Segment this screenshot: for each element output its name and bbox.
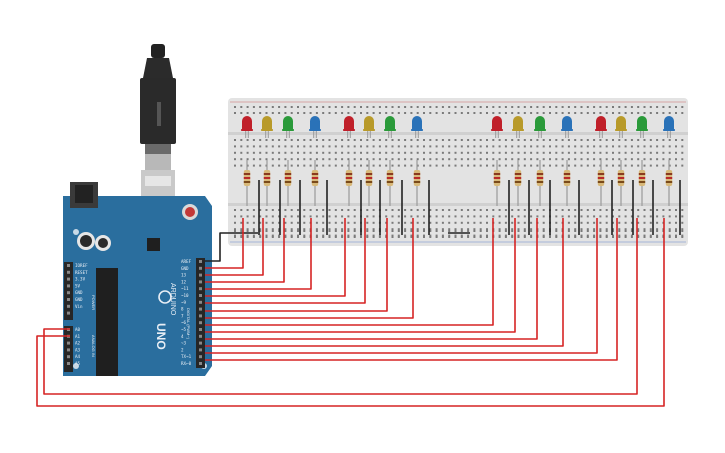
wire-a0[interactable] — [43, 218, 638, 395]
pin-label: RX←0 — [181, 361, 192, 366]
led-yellow[interactable] — [615, 116, 627, 138]
led-red[interactable] — [241, 116, 253, 138]
power-header[interactable] — [64, 262, 73, 320]
pin-label: ~3 — [181, 341, 187, 346]
pin-label: A1 — [75, 334, 81, 339]
ground-wire[interactable] — [205, 232, 258, 262]
analog-section-label: ANALOG IN — [91, 335, 96, 357]
led-ground-jumpers — [258, 180, 681, 235]
resistor[interactable] — [243, 160, 251, 206]
resistor[interactable] — [386, 160, 394, 206]
wire-pin4[interactable] — [205, 218, 516, 333]
pin-label: 8 — [181, 307, 184, 312]
resistor[interactable] — [493, 160, 501, 206]
resistor[interactable] — [345, 160, 353, 206]
led-green[interactable] — [282, 116, 294, 138]
pin-label: Vin — [75, 304, 83, 309]
pin-label: 4 — [181, 334, 184, 339]
brand-label: ARDUINO — [169, 283, 176, 316]
model-label: UNO — [154, 323, 168, 350]
pin-label: 2 — [181, 347, 184, 352]
resistor[interactable] — [284, 160, 292, 206]
pin-label: GND — [181, 266, 189, 271]
resistor[interactable] — [665, 160, 673, 206]
led-green[interactable] — [384, 116, 396, 138]
led-blue[interactable] — [309, 116, 321, 138]
pin-label: A3 — [75, 347, 81, 352]
wire-a1[interactable] — [36, 218, 665, 407]
wire-pin2[interactable] — [205, 218, 564, 347]
led-red[interactable] — [595, 116, 607, 138]
pin-label: A5 — [75, 361, 81, 366]
led-blue[interactable] — [663, 116, 675, 138]
led-red[interactable] — [491, 116, 503, 138]
pin-label: 7 — [181, 313, 184, 318]
pin-label: RESET — [75, 270, 88, 275]
led-green[interactable] — [534, 116, 546, 138]
pin-label: 12 — [181, 279, 187, 284]
resistor-array — [243, 160, 673, 206]
wires — [36, 180, 681, 407]
resistor[interactable] — [311, 160, 319, 206]
pin-label: GND — [75, 290, 83, 295]
resistor[interactable] — [638, 160, 646, 206]
pin-label: ~9 — [181, 300, 187, 305]
pin-label: AREF — [181, 259, 192, 264]
led-red[interactable] — [343, 116, 355, 138]
wire-pin9[interactable] — [205, 218, 346, 297]
led-yellow[interactable] — [261, 116, 273, 138]
pin-label: A2 — [75, 341, 81, 346]
wire-pin5[interactable] — [205, 218, 494, 326]
resistor[interactable] — [365, 160, 373, 206]
pin-label: ~11 — [181, 286, 189, 291]
led-yellow[interactable] — [512, 116, 524, 138]
wire-pin8[interactable] — [205, 218, 366, 304]
atmega-chip — [96, 268, 118, 376]
led-yellow[interactable] — [363, 116, 375, 138]
wire-pin3[interactable] — [205, 218, 538, 340]
digital-header[interactable] — [196, 258, 205, 368]
pin-label: GND — [75, 297, 83, 302]
wire-pin11[interactable] — [205, 218, 285, 283]
pin-label: 5V — [75, 283, 81, 288]
arduino-logo — [158, 290, 172, 304]
digital-section-label: DIGITAL (PWM~) — [186, 308, 191, 340]
wire-pin6[interactable] — [205, 218, 414, 319]
wire-pin0[interactable] — [205, 218, 618, 361]
wire-pin13[interactable] — [205, 218, 244, 269]
pin-label: ~10 — [181, 293, 189, 298]
pin-label: ~6 — [181, 320, 187, 325]
led-blue[interactable] — [411, 116, 423, 138]
usb-chip — [147, 238, 160, 251]
led-blue[interactable] — [561, 116, 573, 138]
pin-label: TX→1 — [181, 354, 192, 359]
pin-label: 3.3V — [75, 277, 86, 282]
pin-label: A4 — [75, 354, 81, 359]
resistor[interactable] — [413, 160, 421, 206]
pin-label: ~5 — [181, 327, 187, 332]
pin-label: 13 — [181, 273, 187, 278]
wire-pin7[interactable] — [205, 218, 388, 312]
resistor[interactable] — [514, 160, 522, 206]
pin-label: IOREF — [75, 263, 88, 268]
pin-label: A0 — [75, 327, 81, 332]
wire-pin1[interactable] — [205, 218, 598, 354]
wire-pin10[interactable] — [205, 218, 312, 290]
led-array — [241, 116, 675, 138]
resistor[interactable] — [617, 160, 625, 206]
resistor[interactable] — [263, 160, 271, 206]
arduino-uno-board[interactable]: ARDUINO UNO DIGITAL (PWM~) POWER ANALOG … — [63, 182, 212, 376]
power-section-label: POWER — [91, 295, 96, 310]
resistor[interactable] — [563, 160, 571, 206]
resistor[interactable] — [536, 160, 544, 206]
led-green[interactable] — [636, 116, 648, 138]
usb-cable[interactable] — [140, 44, 176, 218]
wire-pin12[interactable] — [205, 218, 264, 276]
resistor[interactable] — [597, 160, 605, 206]
